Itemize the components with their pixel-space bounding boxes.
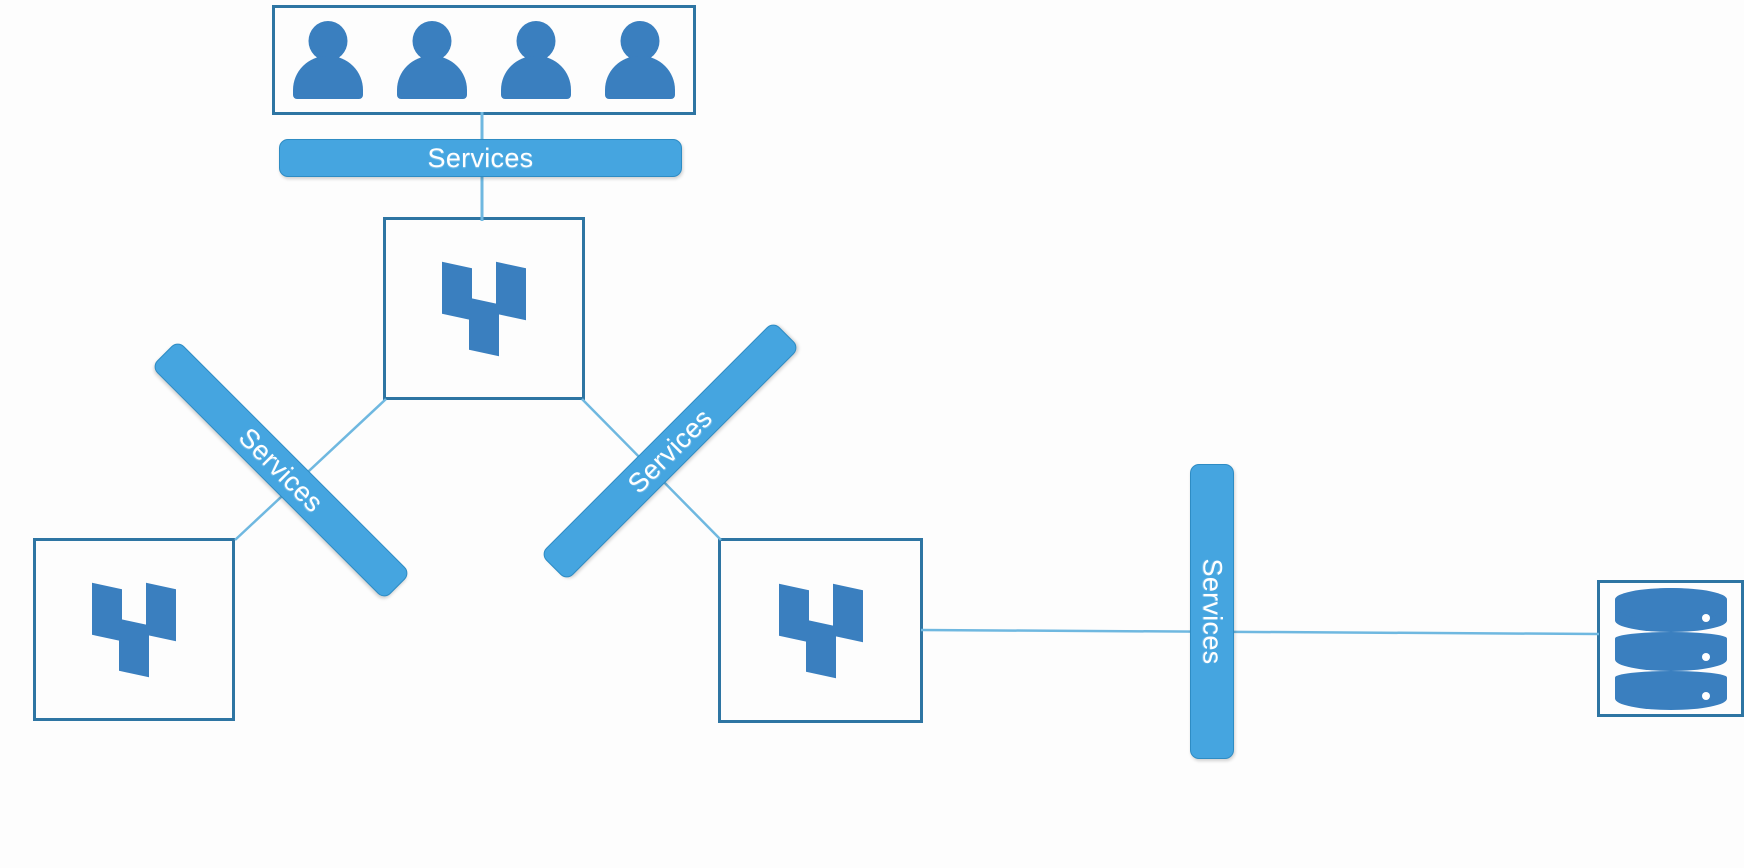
terraform-box-top[interactable] [383, 217, 585, 400]
person-head [412, 21, 452, 61]
services-bar-vertical[interactable]: Services [1190, 464, 1234, 759]
person-head [308, 21, 348, 61]
services-bar-top-label: Services [427, 142, 534, 173]
person-icon [292, 21, 364, 99]
person-icon [604, 21, 676, 99]
person-icon [396, 21, 468, 99]
database-box[interactable] [1597, 580, 1744, 717]
services-bar-top[interactable]: Services [279, 139, 682, 177]
person-head [620, 21, 660, 61]
person-head [516, 21, 556, 61]
people-icon-row [292, 21, 676, 99]
connector-terraform-top-to-left [234, 398, 387, 541]
database-indicator-dot [1701, 691, 1710, 700]
database-cylinder-icon [1614, 587, 1727, 710]
database-indicator-dot [1701, 652, 1710, 661]
users-box[interactable] [272, 5, 696, 115]
database-indicator-dot [1701, 613, 1710, 622]
services-bar-vertical-label: Services [1197, 558, 1228, 665]
connector-terraform-right-to-database [920, 628, 1600, 636]
terraform-box-right[interactable] [718, 538, 923, 723]
person-icon [500, 21, 572, 99]
terraform-box-left[interactable] [33, 538, 235, 721]
